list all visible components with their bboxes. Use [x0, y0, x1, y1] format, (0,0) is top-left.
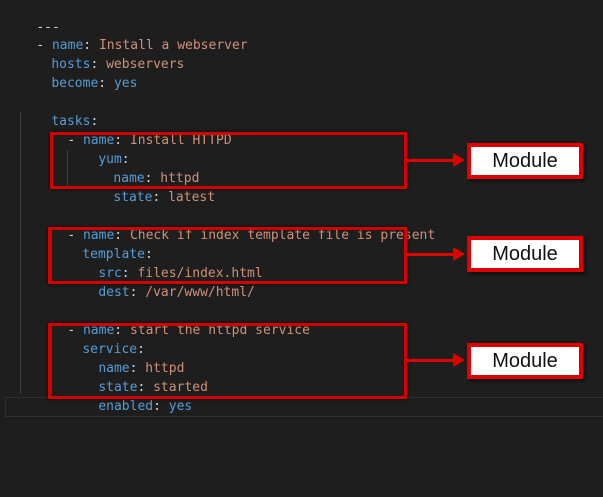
yaml-key: name [113, 171, 145, 186]
highlight-box-template [48, 227, 407, 284]
code-line: name: httpd [98, 361, 185, 376]
yaml-key: src [98, 266, 122, 281]
yaml-key: name [82, 133, 115, 148]
yaml-key: yum [98, 152, 122, 167]
yaml-key: name [51, 38, 84, 53]
indent-guide [20, 112, 21, 394]
yaml-value: yes [113, 76, 138, 91]
yaml-value: Check if index template file is present [129, 228, 436, 243]
code-line: hosts: webservers [51, 57, 185, 72]
yaml-value: Install a webserver [98, 38, 248, 53]
yaml-key: dest [98, 285, 130, 300]
yaml-key: name [98, 361, 130, 376]
yaml-value: started [153, 380, 208, 395]
yaml-key: hosts [51, 57, 91, 72]
document-start-marker: --- [36, 20, 60, 35]
code-line: - name: Install HTTPD [67, 133, 232, 148]
indent-guide [67, 150, 68, 188]
code-line: name: httpd [113, 171, 200, 186]
yaml-key: name [82, 228, 115, 243]
arrow-line [407, 253, 455, 256]
module-label: Module [467, 343, 583, 379]
arrow-line [407, 359, 455, 362]
yaml-key: enabled [98, 399, 154, 414]
code-line: dest: /var/www/html/ [98, 285, 255, 300]
code-line: - name: Check if index template file is … [67, 228, 436, 243]
yaml-key: state [98, 380, 138, 395]
code-line: - name: Install a webserver [36, 38, 248, 53]
code-line: state: started [98, 380, 208, 395]
code-line: service: [82, 342, 145, 357]
yaml-value: httpd [160, 171, 200, 186]
code-line: - name: start the httpd service [67, 323, 310, 338]
arrow-head-icon [453, 247, 465, 261]
yaml-value: webservers [106, 57, 185, 72]
module-label: Module [467, 143, 583, 179]
yaml-value: Install HTTPD [129, 133, 232, 148]
highlight-box-service [48, 323, 407, 399]
arrow-head-icon [453, 353, 465, 367]
yaml-value: files/index.html [137, 266, 263, 281]
code-line: tasks: [51, 114, 99, 129]
yaml-key: name [82, 323, 115, 338]
code-line: yum: [98, 152, 130, 167]
module-label: Module [467, 236, 583, 272]
yaml-key: template [82, 247, 145, 262]
yaml-value: httpd [145, 361, 185, 376]
code-line: template: [82, 247, 153, 262]
arrow-head-icon [453, 153, 465, 167]
yaml-value: yes [168, 399, 193, 414]
yaml-key: service [82, 342, 138, 357]
code-line: state: latest [113, 190, 216, 205]
code-line: enabled: yes [98, 399, 193, 414]
yaml-value: start the httpd service [129, 323, 310, 338]
yaml-key: tasks [51, 114, 91, 129]
yaml-value: /var/www/html/ [145, 285, 255, 300]
code-line: become: yes [51, 76, 138, 91]
arrow-line [407, 159, 455, 162]
yaml-key: become [51, 76, 99, 91]
yaml-key: state [113, 190, 153, 205]
indent-guide [51, 321, 52, 394]
code-line: src: files/index.html [98, 266, 263, 281]
indent-guide [51, 226, 52, 284]
highlight-box-yum [50, 132, 407, 189]
yaml-value: latest [168, 190, 216, 205]
code-line: --- [5, 0, 59, 35]
